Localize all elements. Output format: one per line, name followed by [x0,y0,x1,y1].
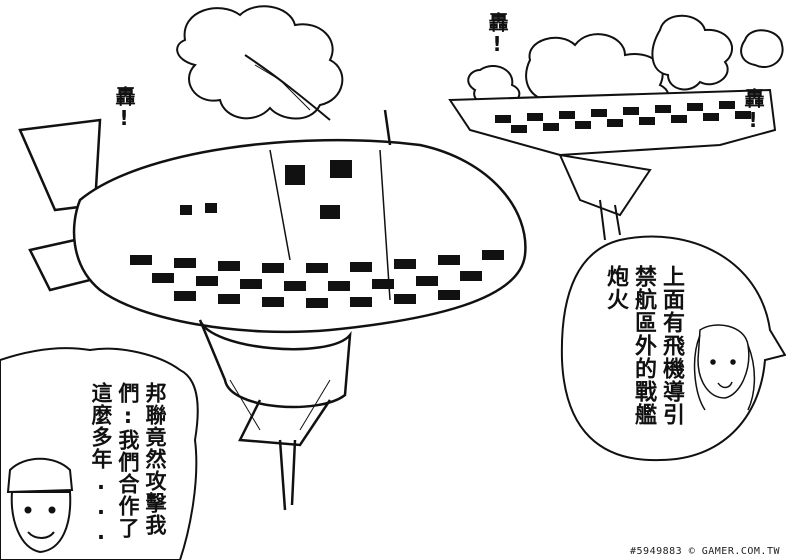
sfx-boom-right: 轟! [741,88,765,132]
character-portrait-man [6,457,74,554]
sfx-boom-left: 轟! [112,86,136,130]
far-airship [448,88,777,241]
main-airship [18,109,527,511]
speech-line-2: 禁航區外的戰艦 [631,265,656,426]
caption-line-3: 這麼多年... [89,382,113,545]
speech-bubble-right-text: 上面有飛機導引 禁航區外的戰艦 炮火 [585,265,685,435]
caption-line-2: 們:我們合作了 [116,382,140,539]
character-portrait-girl [693,324,756,411]
speech-line-3: 炮火 [603,265,628,311]
caption-left-text: 邦聯竟然攻擊我 們:我們合作了 這麼多年... [78,382,168,554]
speech-line-1: 上面有飛機導引 [659,265,684,426]
sfx-boom-top: 轟! [485,12,509,56]
caption-line-1: 邦聯竟然攻擊我 [143,382,167,536]
watermark: #5949883 © GAMER.COM.TW [630,546,780,557]
speech-bubble-right [560,235,786,462]
